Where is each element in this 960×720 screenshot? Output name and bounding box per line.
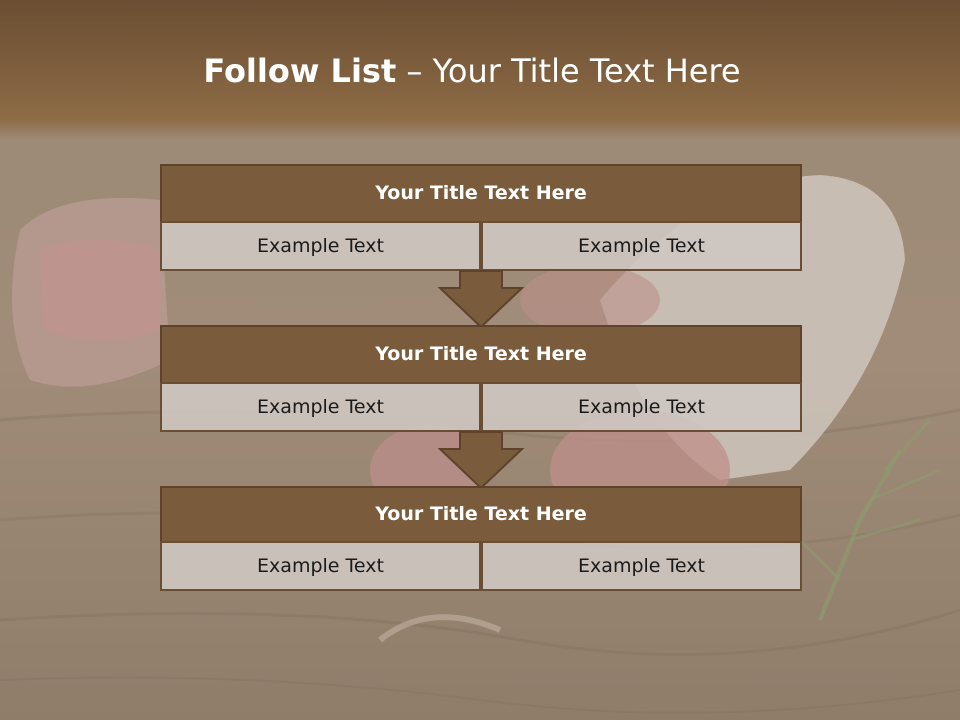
slide-title: Follow List – Your Title Text Here (0, 52, 944, 90)
down-arrow-icon (438, 431, 524, 489)
step-cell-right: Example Text (481, 541, 802, 591)
step-cell-right: Example Text (481, 221, 802, 271)
step-cell-left: Example Text (160, 221, 481, 271)
step-title: Your Title Text Here (160, 325, 802, 384)
step-cell-left: Example Text (160, 541, 481, 591)
slide-title-bold: Follow List (203, 52, 397, 90)
step-cell-left: Example Text (160, 382, 481, 432)
step-title: Your Title Text Here (160, 164, 802, 223)
step-title: Your Title Text Here (160, 486, 802, 543)
down-arrow-icon (438, 270, 524, 328)
step-cell-right: Example Text (481, 382, 802, 432)
header-band (0, 0, 960, 140)
slide-title-rest: – Your Title Text Here (396, 52, 741, 90)
